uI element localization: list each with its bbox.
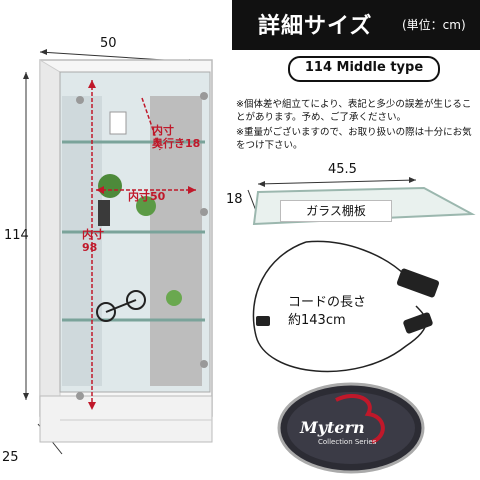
hinge-icon (200, 208, 208, 216)
type-label: 114 Middle type (304, 60, 424, 75)
arrow-right-icon (188, 186, 196, 194)
inner-depth-label: 内寸 奥行き18 (152, 124, 201, 150)
bicycle-wheel-icon (96, 302, 116, 322)
hinge-icon (76, 392, 84, 400)
cabinet-base (39, 395, 213, 443)
inner-height-label: 内寸 98 (82, 228, 104, 254)
cup-icon (109, 111, 127, 135)
logo-text: Mytern (300, 418, 365, 437)
arrow-down-icon (23, 393, 29, 400)
shelf-depth-value: 18 (226, 192, 243, 207)
page-title: 詳細サイズ (258, 14, 373, 39)
title-banner: 詳細サイズ (単位：cm) (232, 0, 480, 50)
cabinet-illustration (23, 49, 213, 455)
cord-length-value: 約143cm (288, 313, 346, 328)
inner-depth-line (141, 97, 161, 151)
plant-icon (136, 196, 156, 216)
cord-illustration (252, 240, 440, 373)
cord-line (305, 240, 407, 277)
inner-width-label: 内寸50 (128, 190, 166, 203)
dragon-icon (335, 394, 385, 444)
arrow-down-icon (88, 402, 96, 410)
arrow-up-icon (88, 80, 96, 88)
glass-shelf-label: ガラス棚板 (280, 200, 392, 222)
cord-length-title: コードの長さ (288, 295, 367, 310)
arrow-left-icon (40, 49, 47, 55)
depth-value: 25 (2, 450, 19, 465)
arrow-left-icon (96, 186, 104, 194)
type-badge: 114 Middle type (288, 56, 440, 82)
bicycle-wheel-icon (126, 290, 146, 310)
note-tolerance: ※個体差や組立てにより、表記と多少の誤差が生じることがあります。予め、ご了承くだ… (236, 99, 472, 123)
plant-icon (166, 290, 182, 306)
bicycle-frame-icon (105, 299, 137, 313)
switch-icon (256, 316, 270, 326)
unit-label: (単位：cm) (402, 18, 466, 32)
logo-subtext: Collection Series (318, 438, 377, 446)
cord-length-label: コードの長さ 約143cm (288, 294, 366, 330)
logo-inner (287, 392, 415, 464)
hinge-icon (200, 360, 208, 368)
hinge-icon (200, 92, 208, 100)
cabinet-side (39, 59, 61, 421)
height-value: 114 (4, 228, 29, 243)
mirror-panel (62, 96, 102, 386)
width-value: 50 (100, 36, 117, 51)
arrow-left-icon (258, 181, 265, 187)
arrow-right-icon (409, 177, 416, 183)
brand-logo (277, 382, 425, 474)
hinge-icon (76, 96, 84, 104)
adapter-icon (396, 268, 440, 298)
shelf-width-value: 45.5 (328, 162, 357, 177)
cord-line (252, 241, 427, 373)
plant-icon (98, 174, 122, 198)
shelf-width-line (257, 179, 417, 185)
plug-icon (403, 312, 433, 334)
bottle-icon (98, 200, 110, 226)
arrow-up-icon (23, 72, 29, 79)
note-weight: ※重量がございますので、お取り扱いの際は十分にお気をつけ下さい。 (236, 127, 472, 151)
